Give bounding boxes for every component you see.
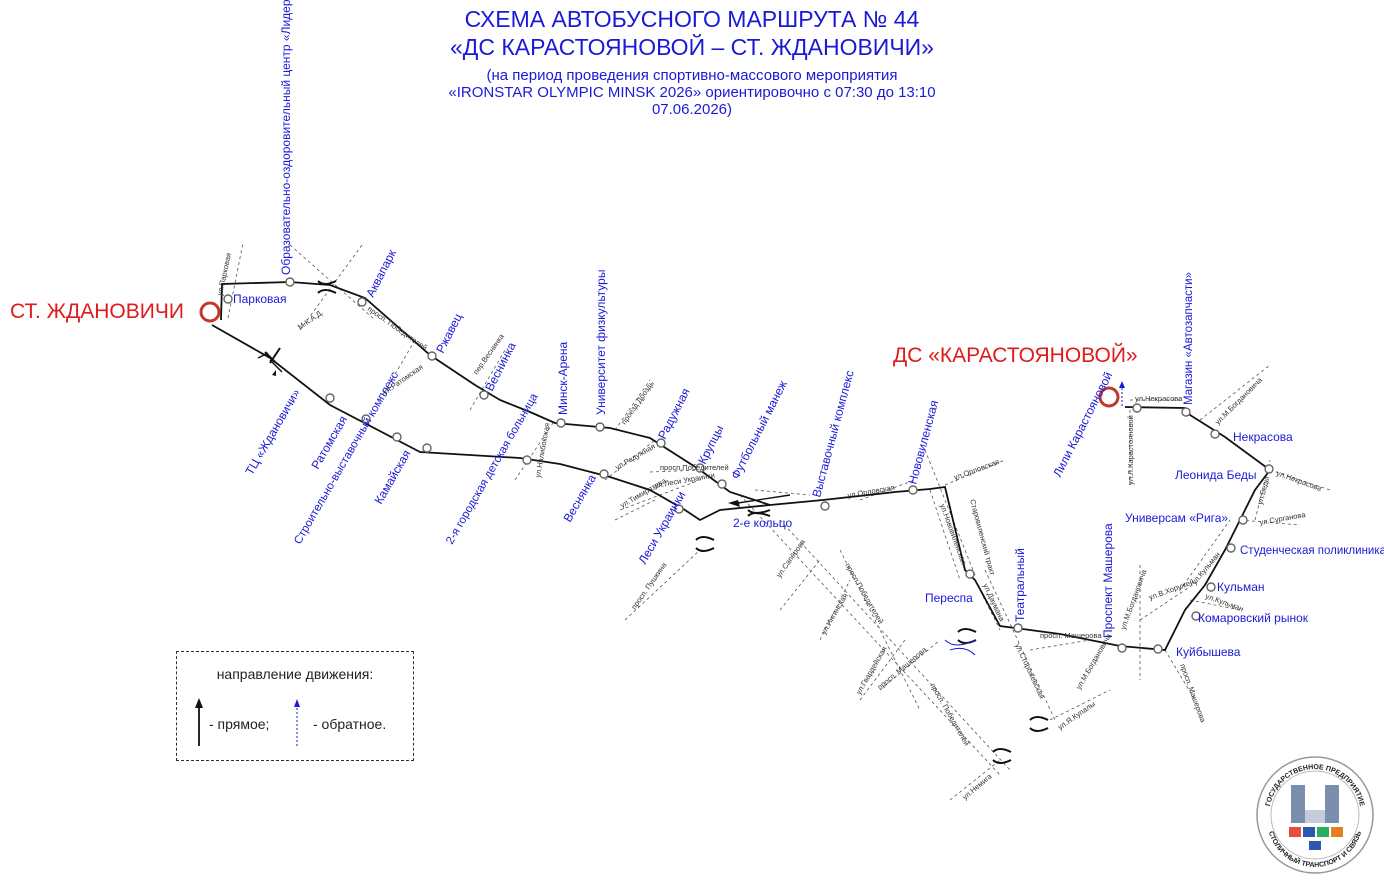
- street-label: ул.Некрасова: [1135, 394, 1183, 403]
- stop-label: Футбольный манеж: [728, 378, 790, 481]
- street-label: ул.Налибокская: [533, 422, 551, 478]
- stop-label: ТЦ «Ждановичи»: [242, 386, 303, 477]
- terminal-label-karastoyanovoy: ДС «КАРАСТОЯНОВОЙ»: [893, 344, 1138, 367]
- stop-label: Комаровский рынок: [1198, 611, 1309, 625]
- map-note-line-1: (на период проведения спортивно-массовог…: [486, 67, 898, 84]
- legend-title: направление движения:: [216, 666, 374, 682]
- legend-backward-arrow-icon: [294, 699, 300, 707]
- map-note-line-3: 07.06.2026): [651, 101, 733, 118]
- street-label: ул.Орловская: [847, 483, 896, 500]
- street-label: просп. Победителей: [928, 682, 971, 748]
- street-label: ул.Радужная: [614, 442, 657, 472]
- map-title-line-2: «ДС КАРАСТОЯНОВОЙ – СТ. ЖДАНОВИЧИ»: [450, 34, 934, 60]
- map-title-line-1: СХЕМА АВТОБУСНОГО МАРШРУТА № 44: [464, 6, 920, 32]
- street-label: ул.Некрасова: [1275, 468, 1323, 493]
- street-label: ул.В.Хоружей: [1148, 577, 1196, 602]
- stop-label: Переспа: [925, 591, 973, 605]
- pond-icon: [944, 639, 976, 656]
- stop-label: Ржавец: [433, 311, 465, 355]
- street-label: ул.Сурганова: [1259, 510, 1307, 527]
- street-label: ул.Сапёрова: [774, 537, 807, 579]
- stop-label: Аквапарк: [363, 247, 399, 300]
- legend-backward-label: - обратное.: [313, 716, 387, 732]
- stop-label: Куйбышева: [1176, 645, 1241, 659]
- street-label: просп. Пушкина: [629, 560, 669, 611]
- map-note-line-2: «IRONSTAR OLYMPIC MINSK 2026» ориентиров…: [448, 84, 936, 101]
- street-label: ул.Беды: [1255, 475, 1271, 505]
- street-label: М.К.А.Д.: [296, 308, 325, 332]
- stop-label: Крупцы: [695, 423, 726, 466]
- street-label: ул.Нововиленская: [938, 503, 968, 566]
- street-label: проезд Дроздь: [619, 379, 656, 426]
- legend-box: направление движения: - прямое; - обратн…: [176, 651, 414, 761]
- legend-forward-label: - прямое;: [209, 716, 270, 732]
- junction-marks: [264, 280, 1049, 764]
- stop-label: Леонида Беды: [1175, 468, 1256, 482]
- street-label: ул.Сторожевская: [1013, 642, 1046, 700]
- stop-label: 2-е кольцо: [733, 516, 792, 530]
- stop-label: Универсам «Рига»: [1125, 511, 1228, 525]
- stop-label: Минск-Арена: [556, 341, 570, 415]
- street-label: ул.Л.Карастояновой: [1126, 415, 1135, 485]
- route-path: [211, 281, 1272, 651]
- stop-label: Университет физкультуры: [594, 270, 608, 415]
- street-label: просп. Победителей: [366, 304, 429, 352]
- street-label: просп. Машерова: [1040, 631, 1102, 640]
- stop-label: 2-я городская детская больница: [444, 391, 541, 546]
- street-label: ул.Даумана: [981, 582, 1007, 623]
- stop-label: Камайская: [371, 448, 413, 507]
- backward-arrow-head: [1119, 381, 1125, 388]
- street-label: ул.М.Богдановича: [1213, 375, 1264, 426]
- stop-label: Лили Карастояновой: [1050, 370, 1115, 480]
- stop-label: Кульман: [1217, 580, 1265, 594]
- street-label: Старовиленский тракт: [968, 498, 997, 576]
- forward-arrows: [257, 352, 791, 507]
- street-lines: [227, 242, 1331, 801]
- stop-label: Радужная: [655, 386, 693, 442]
- street-label: ул.Немига: [961, 771, 995, 801]
- stop-markers: [223, 277, 1274, 654]
- terminal-zhdanovichi-marker: [199, 301, 221, 323]
- street-label: ул.Я.Купалы: [1056, 699, 1097, 731]
- street-label: ул.Орловская: [953, 457, 1001, 482]
- street-label: просп. Машерова: [1178, 663, 1208, 725]
- stop-label: Выставочный комплекс: [809, 369, 856, 499]
- street-label: просп.Победителей: [660, 463, 729, 472]
- stop-label: Образовательно-оздоровительный центр «Ли…: [279, 0, 293, 275]
- terminal-label-zhdanovichi: СТ. ЖДАНОВИЧИ: [10, 300, 184, 323]
- stop-label: Нововиленская: [905, 399, 941, 486]
- company-logo-icon: ГОСУДАРСТВЕННОЕ ПРЕДПРИЯТИЕ СТОЛИЧНЫЙ ТР…: [1256, 756, 1374, 874]
- stop-label: Парковая: [233, 292, 286, 306]
- stop-label: Магазин «Автозапчасти»: [1183, 272, 1195, 405]
- stop-label: Проспект Машерова: [1101, 523, 1115, 638]
- stop-label: Театральный: [1013, 548, 1027, 622]
- street-label: ул.Тимирязева: [619, 476, 669, 510]
- legend-forward-arrow-icon: [195, 698, 203, 708]
- stop-label: Студенческая поликлиника: [1240, 545, 1384, 557]
- stop-label: Леси Украинки: [635, 489, 688, 567]
- street-label: просп.Победителей: [843, 562, 885, 626]
- stop-label: Веснянка: [560, 472, 599, 525]
- stop-label: Некрасова: [1233, 430, 1293, 444]
- terminal-karastoyanovoy-marker: [1098, 386, 1120, 408]
- street-label: ул.Парковая: [215, 252, 233, 296]
- street-label: ул.Ингинская: [819, 592, 850, 636]
- street-label: ул.М.Богдановича: [1118, 568, 1148, 631]
